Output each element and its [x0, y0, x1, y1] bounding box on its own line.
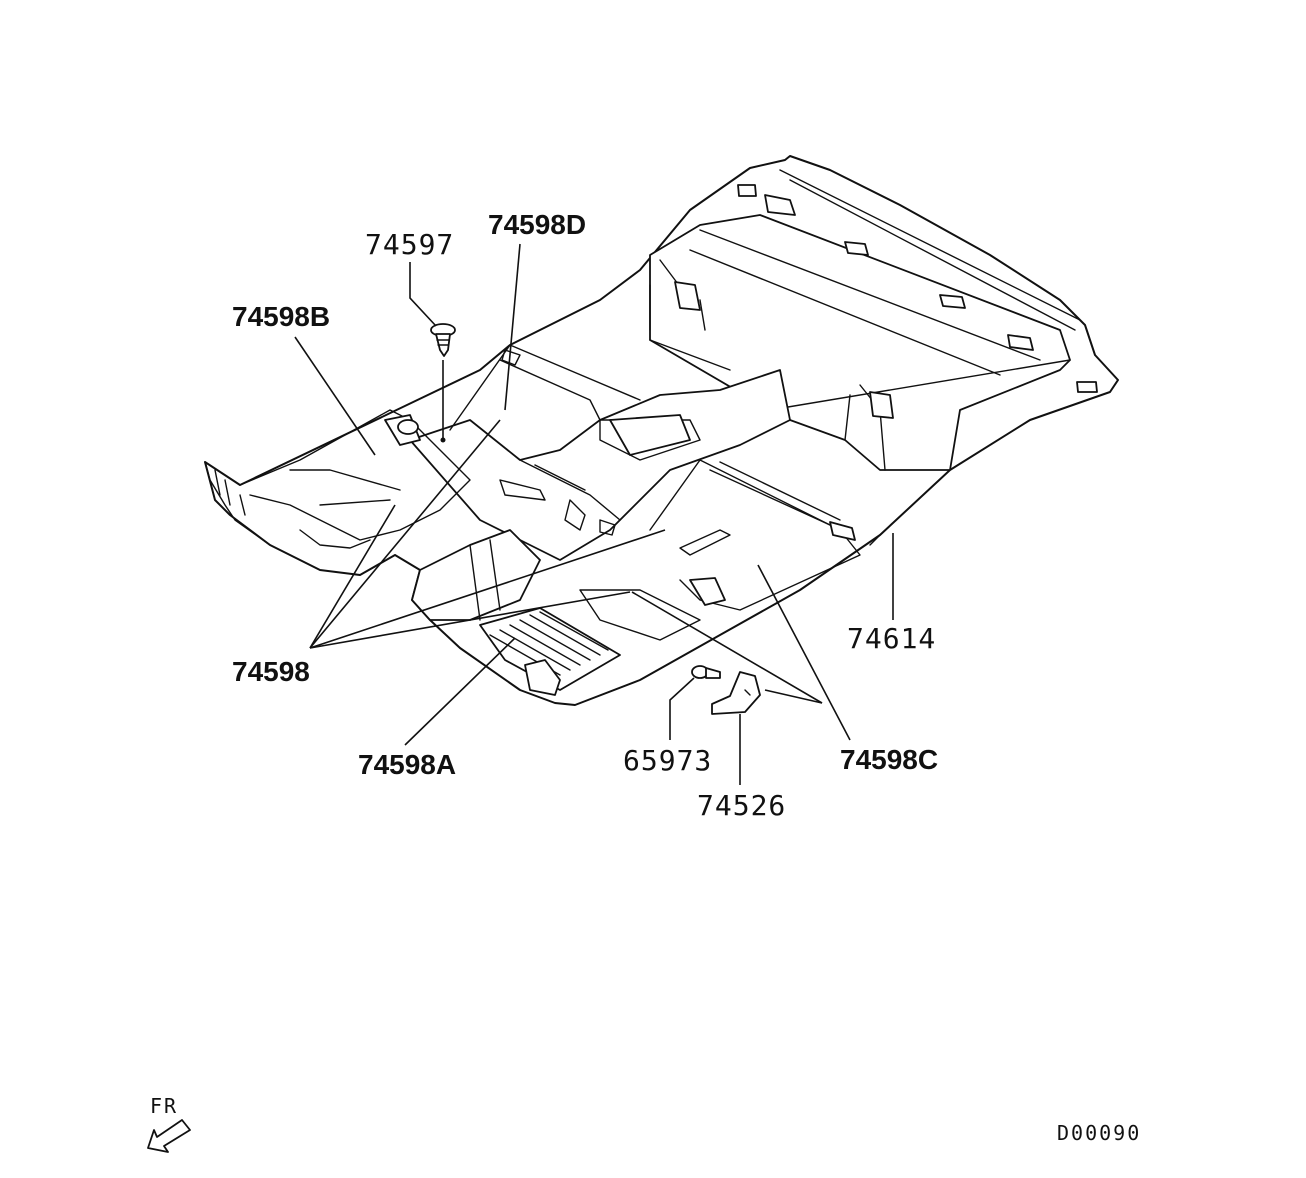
leader-74598C-c	[764, 689, 823, 704]
leader-74598C-b	[631, 591, 823, 704]
leader-74597	[409, 262, 437, 327]
front-direction-indicator: FR	[147, 1094, 191, 1153]
leader-74598-c	[309, 529, 666, 649]
label-74597: 74597	[365, 228, 454, 261]
leader-74598-b	[309, 504, 396, 649]
part-labels: 74597 74598D 74598B 74598 74598A 65973 7…	[232, 209, 938, 822]
leader-lines	[294, 243, 894, 785]
bracket-74526-part	[711, 671, 761, 715]
label-74598C: 74598C	[840, 744, 938, 775]
clip-74597-part	[430, 323, 456, 357]
front-direction-label: FR	[150, 1094, 178, 1118]
diagram-code: D00090	[1057, 1121, 1141, 1145]
label-74526: 74526	[697, 789, 786, 822]
label-74598A: 74598A	[358, 749, 456, 780]
label-74598: 74598	[232, 656, 310, 687]
leader-74598-a	[309, 419, 501, 649]
front-arrow-icon	[147, 1119, 191, 1153]
leader-74598C	[757, 564, 851, 741]
screw-65973-part	[691, 665, 721, 679]
label-65973: 65973	[623, 744, 712, 777]
leader-65973	[669, 677, 695, 740]
label-74614: 74614	[847, 622, 936, 655]
floor-carpet-drawing	[204, 155, 1119, 706]
leader-74598B	[294, 336, 376, 456]
label-74598D: 74598D	[488, 209, 586, 240]
label-74598B: 74598B	[232, 301, 330, 332]
leader-74598-d	[309, 591, 631, 649]
leader-74598A	[404, 637, 516, 746]
leader-74598D	[504, 243, 521, 411]
